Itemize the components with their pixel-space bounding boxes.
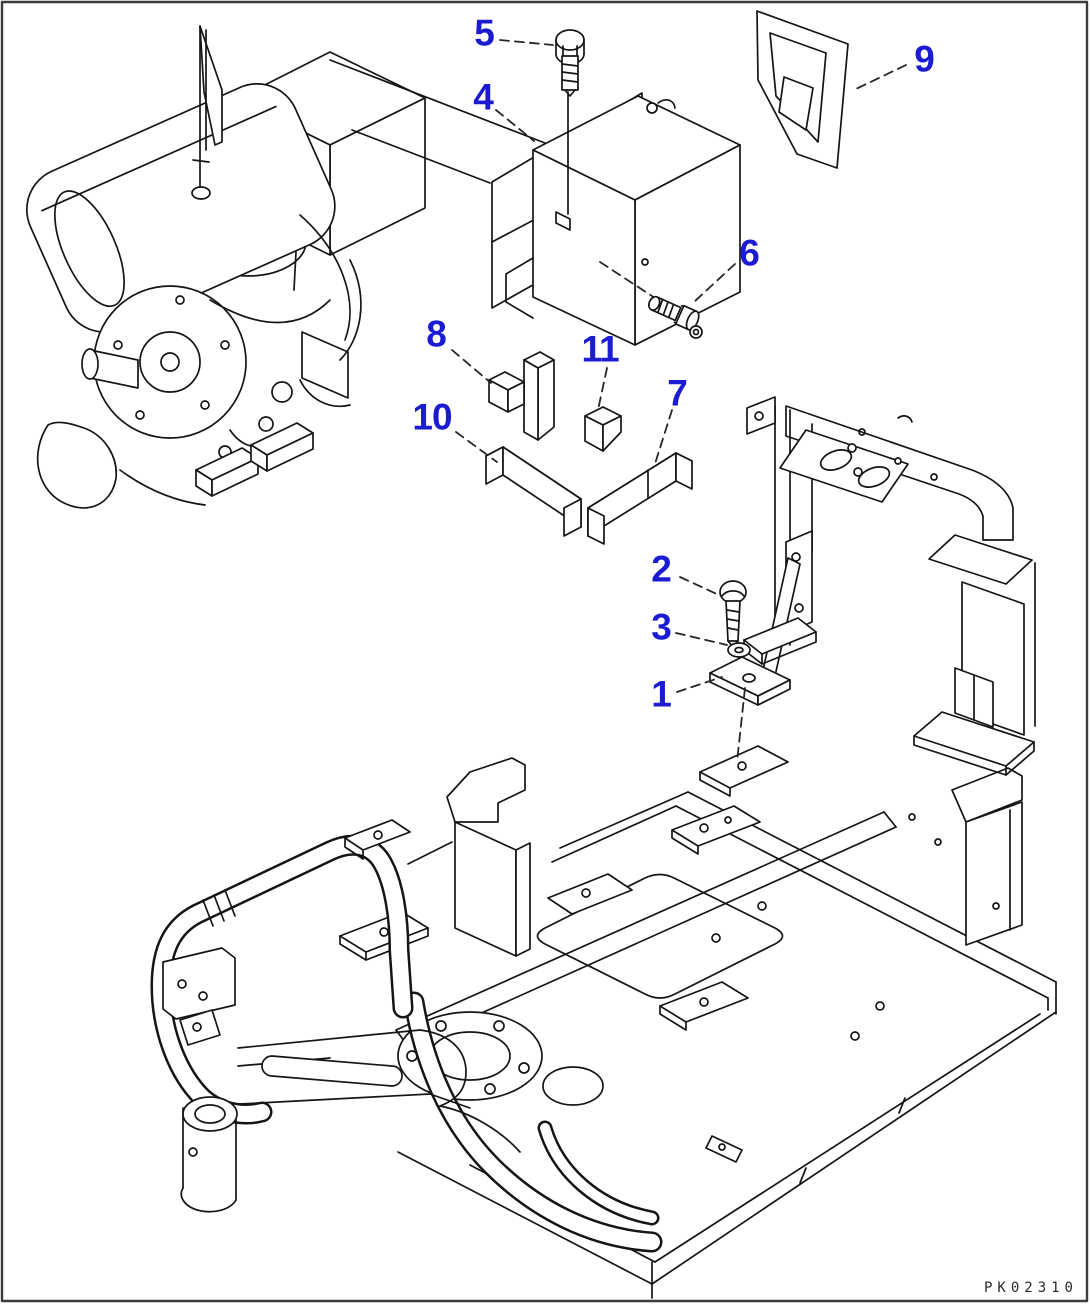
part-4-cover: [492, 93, 740, 345]
part-7-cushion: [588, 453, 692, 544]
leader-line-8: [452, 350, 491, 383]
drawing-code: PK02310: [983, 1280, 1078, 1296]
leader-line-9: [856, 65, 906, 89]
leader-line-2: [680, 577, 721, 596]
part-6-bolt: [646, 292, 702, 338]
part-2-bolt: [720, 581, 746, 647]
main-frame: [161, 746, 1056, 1298]
leader-line-4: [496, 110, 534, 141]
part-1-plate: [710, 657, 790, 762]
engine-assembly: [13, 26, 545, 508]
leader-line-6: [694, 264, 735, 302]
part-10-cushion: [486, 447, 581, 536]
leader-line-7: [654, 410, 672, 467]
leader-line-11: [598, 368, 607, 410]
part-8-cushion: [489, 352, 554, 440]
leader-line-3: [676, 633, 727, 645]
leader-line-1: [677, 677, 722, 692]
engine-stand: [744, 397, 1035, 775]
leader-lines: [452, 40, 906, 692]
leader-line-10: [456, 432, 497, 462]
leader-line-5: [500, 40, 553, 45]
part-5-bolt: [556, 30, 584, 214]
part-11-cushion: [585, 407, 621, 451]
part-9-duct-frame: [757, 11, 848, 168]
